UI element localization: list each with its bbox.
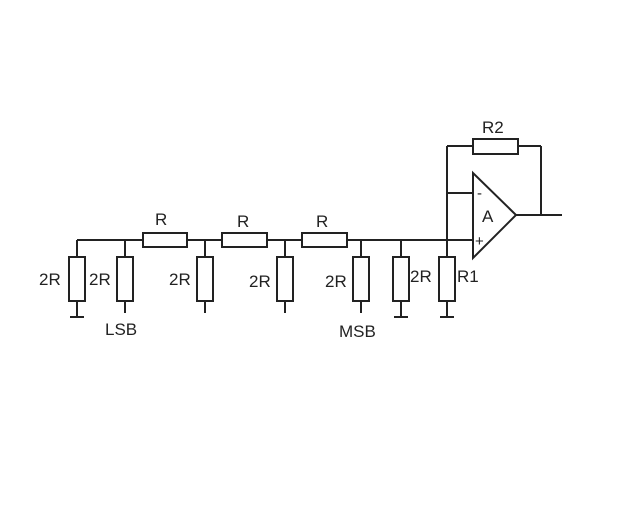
resistor-shunt — [438, 256, 456, 302]
resistor-shunt — [276, 256, 294, 302]
label-lsb: LSB — [105, 320, 137, 339]
wires — [77, 145, 562, 257]
shunt-resistors — [68, 240, 456, 318]
label-2r: 2R — [169, 270, 191, 289]
label-r: R — [316, 212, 328, 231]
resistor-shunt — [392, 256, 410, 302]
label-plus: + — [475, 233, 484, 250]
label-2r: 2R — [325, 272, 347, 291]
label-r2: R2 — [482, 118, 504, 137]
label-2r: 2R — [39, 270, 61, 289]
label-2r: 2R — [249, 272, 271, 291]
label-2r: 2R — [410, 267, 432, 286]
label-2r: 2R — [89, 270, 111, 289]
resistor-shunt — [116, 256, 134, 302]
label-amp: A — [482, 207, 494, 226]
resistor-shunt — [352, 256, 370, 302]
resistor-r2 — [472, 138, 519, 155]
label-minus: - — [477, 185, 482, 202]
label-msb: MSB — [339, 322, 376, 341]
op-amp — [472, 170, 518, 261]
resistor-shunt — [68, 256, 86, 302]
resistor-shunt — [196, 256, 214, 302]
label-r: R — [237, 212, 249, 231]
label-r1: R1 — [457, 267, 479, 286]
resistor-r — [221, 232, 268, 248]
label-r: R — [155, 210, 167, 229]
resistor-r — [301, 232, 348, 248]
series-resistors — [142, 138, 519, 248]
resistor-r — [142, 232, 188, 248]
